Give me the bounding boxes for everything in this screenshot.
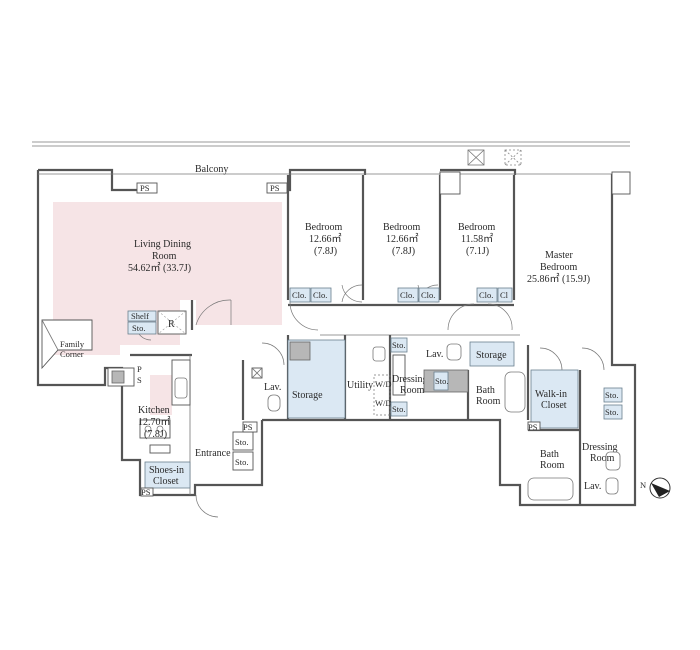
ps-stack: P S [107, 364, 142, 387]
walk-in-closet: Walk-in Closet PS [527, 369, 579, 432]
closet-label: Clo. [313, 290, 327, 300]
kitchen-area: 12.70㎡ [138, 416, 171, 428]
ps-label: PS [528, 422, 538, 432]
ps-label: PS [243, 422, 253, 432]
bath-room-label: Room [476, 396, 501, 407]
bath-room-label: Bath [476, 385, 495, 396]
living-highlight [53, 202, 282, 355]
closet-label: Clo. [421, 290, 435, 300]
closet-label-short: Cl [500, 290, 509, 300]
ps-stack-s: S [137, 375, 142, 385]
balcony-rail [32, 141, 630, 147]
master-bedroom: Master Bedroom 25.86㎡ (15.9J) [527, 250, 590, 285]
north-label: N [640, 480, 646, 490]
balcony-label: Balcony [195, 164, 228, 175]
bedroom-label: Bedroom [383, 222, 420, 233]
storage-label: Sto. [605, 407, 618, 417]
column-block [439, 171, 461, 195]
bedroom-area: (7.1J) [466, 246, 489, 257]
family-corner: Family Corner [41, 319, 93, 370]
master-bedroom-label: Master [545, 250, 573, 261]
bedroom-2: Bedroom 12.66㎡ (7.8J) Clo. Clo. [383, 222, 440, 303]
ps-stack-p: P [137, 364, 142, 374]
ps-label: PS [270, 183, 280, 193]
fridge-label: R [168, 319, 175, 330]
exterior-walls [36, 168, 637, 507]
powder-room: Lav. [251, 367, 281, 412]
storage-label: Sto. [235, 457, 248, 467]
kitchen-highlight [150, 375, 172, 415]
bedroom-area: 12.66㎡ [309, 233, 342, 245]
storage-label: Sto. [132, 323, 145, 333]
walk-in-closet-label: Closet [541, 400, 567, 411]
bedroom-3: Bedroom 11.58㎡ (7.1J) Clo. Cl [458, 222, 513, 303]
storage-room: Storage [287, 339, 346, 419]
entrance-storage: Sto. Sto. PS [232, 421, 258, 471]
ps-label: PS [140, 183, 150, 193]
shoes-closet-label: Shoes-in [149, 465, 184, 476]
living-room-label: Room [152, 251, 177, 262]
shoes-closet: Shoes-in Closet PS [140, 461, 191, 497]
closet-label: Clo. [292, 290, 306, 300]
dressing-room-label: Dressing [582, 442, 618, 453]
bath-room-label: Bath [540, 449, 559, 460]
closet-label: Clo. [479, 290, 493, 300]
utility-label: Utility [347, 380, 373, 391]
bedroom-area: 11.58㎡ [461, 233, 493, 245]
storage-label: Sto. [605, 390, 618, 400]
storage-label: Storage [292, 390, 323, 401]
kitchen-label: Kitchen [138, 405, 170, 416]
column-block [611, 171, 631, 195]
storage-label: Sto. [235, 437, 248, 447]
dressing-room-label: Dressing [392, 374, 428, 385]
bedroom-label: Bedroom [305, 222, 342, 233]
kitchen-area: (7.8J) [144, 429, 167, 440]
entrance-label: Entrance [195, 448, 231, 459]
master-bedroom-label: Bedroom [540, 262, 577, 273]
skylight-marks [467, 149, 522, 166]
closet-label: Clo. [400, 290, 414, 300]
storage-label: Storage [476, 350, 507, 361]
utility-room: Utility W/D W/D [347, 346, 392, 416]
storage-label: Sto. [392, 340, 405, 350]
dressing-room-center: Sto. Sto. Dressing Room [390, 337, 428, 417]
bath-room-label: Room [540, 460, 565, 471]
lav-label: Lav. [264, 382, 281, 393]
dressing-room-label: Room [590, 453, 615, 464]
living-room-label: Living Dining [134, 239, 191, 250]
lav-label: Lav. [584, 481, 601, 492]
shoes-closet-label: Closet [153, 476, 179, 487]
lavatory-center: Lav. Sto. [423, 343, 469, 393]
washer-dryer-label: W/D [375, 379, 392, 389]
bath-room-master: Bath Room [527, 449, 574, 501]
bedroom-label: Bedroom [458, 222, 495, 233]
walk-in-closet-label: Walk-in [535, 389, 567, 400]
living-room-area: 54.62㎡ (33.7J) [128, 262, 191, 274]
kitchen-counter [139, 359, 191, 454]
dressing-room-master: Sto. Sto. Dressing Room Lav. [582, 387, 623, 495]
master-bedroom-area: 25.86㎡ (15.9J) [527, 273, 590, 285]
lav-label: Lav. [426, 349, 443, 360]
storage-label: Sto. [392, 404, 405, 414]
shelf-label: Shelf [131, 311, 149, 321]
bedroom-area: 12.66㎡ [386, 233, 419, 245]
ps-box-right: PS [266, 182, 288, 194]
family-corner-label: Corner [60, 349, 84, 359]
washer-dryer-label: W/D [375, 398, 392, 408]
ps-label: PS [141, 487, 151, 497]
bedroom-area: (7.8J) [314, 246, 337, 257]
storage-label: Sto. [435, 376, 448, 386]
bedroom-1: Bedroom 12.66㎡ (7.8J) Clo. Clo. [289, 222, 342, 303]
ps-box-left: PS [136, 182, 158, 194]
bedroom-area: (7.8J) [392, 246, 415, 257]
north-arrow-icon: N [640, 477, 671, 499]
shelf-storage-block: Shelf Sto. R [127, 310, 187, 335]
bath-room-center: Bath Room [476, 371, 526, 413]
dressing-room-label: Room [400, 385, 425, 396]
storage-master: Storage [469, 341, 515, 367]
family-corner-label: Family [60, 339, 85, 349]
